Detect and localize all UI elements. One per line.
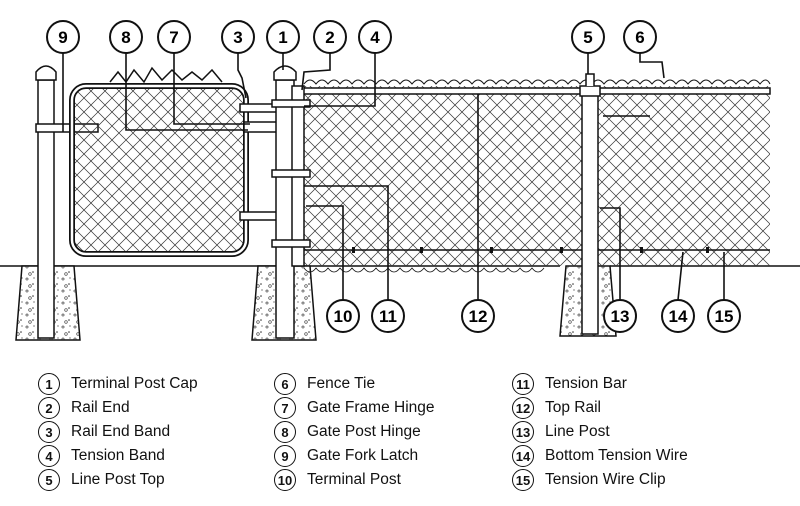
top-rail: [299, 87, 771, 95]
legend-number-badge: 9: [274, 445, 296, 467]
gate-frame: [69, 66, 297, 257]
svg-text:14: 14: [669, 307, 688, 326]
legend-item: 14 Bottom Tension Wire: [512, 444, 688, 468]
legend-number-badge: 13: [512, 421, 534, 443]
legend-label: Line Post: [545, 423, 610, 440]
svg-text:3: 3: [233, 28, 242, 47]
gate-latch-post: [35, 65, 99, 339]
legend-item: 11 Tension Bar: [512, 372, 688, 396]
chain-link-fabric: [303, 79, 771, 273]
legend-item: 15 Tension Wire Clip: [512, 468, 688, 492]
callout-6: 6: [623, 20, 657, 54]
legend-item: 5 Line Post Top: [38, 468, 198, 492]
callout-15: 15: [707, 299, 741, 333]
legend-number-badge: 5: [38, 469, 60, 491]
parts-legend: 1 Terminal Post Cap 2 Rail End 3 Rail End B…: [0, 372, 800, 502]
legend-label: Top Rail: [545, 399, 601, 416]
legend-item: 6 Fence Tie: [274, 372, 435, 396]
legend-item: 4 Tension Band: [38, 444, 198, 468]
callout-12: 12: [461, 299, 495, 333]
legend-label: Rail End Band: [71, 423, 171, 440]
legend-label: Line Post Top: [71, 471, 165, 488]
legend-number-badge: 15: [512, 469, 534, 491]
svg-text:6: 6: [635, 28, 644, 47]
legend-item: 12 Top Rail: [512, 396, 688, 420]
legend-label: Tension Wire Clip: [545, 471, 666, 488]
legend-number-badge: 4: [38, 445, 60, 467]
legend-number-badge: 8: [274, 421, 296, 443]
callout-9: 9: [46, 20, 80, 54]
svg-text:4: 4: [370, 28, 380, 47]
legend-item: 13 Line Post: [512, 420, 688, 444]
legend-label: Gate Fork Latch: [307, 447, 419, 464]
svg-text:5: 5: [583, 28, 592, 47]
legend-item: 9 Gate Fork Latch: [274, 444, 435, 468]
legend-column-1: 1 Terminal Post Cap 2 Rail End 3 Rail End B…: [38, 372, 198, 492]
legend-item: 10 Terminal Post: [274, 468, 435, 492]
legend-number-badge: 14: [512, 445, 534, 467]
svg-text:8: 8: [121, 28, 130, 47]
legend-item: 8 Gate Post Hinge: [274, 420, 435, 444]
callout-2: 2: [313, 20, 347, 54]
legend-label: Bottom Tension Wire: [545, 447, 688, 464]
legend-label: Rail End: [71, 399, 130, 416]
svg-text:15: 15: [715, 307, 734, 326]
legend-item: 3 Rail End Band: [38, 420, 198, 444]
callout-4: 4: [358, 20, 392, 54]
svg-text:1: 1: [278, 28, 287, 47]
callout-11: 11: [371, 299, 405, 333]
terminal-post: [271, 65, 311, 339]
legend-number-badge: 1: [38, 373, 60, 395]
legend-number-badge: 7: [274, 397, 296, 419]
callout-8: 8: [109, 20, 143, 54]
legend-label: Tension Band: [71, 447, 165, 464]
legend-item: 1 Terminal Post Cap: [38, 372, 198, 396]
legend-column-3: 11 Tension Bar 12 Top Rail 13 Line Post 14 B…: [512, 372, 688, 492]
svg-text:10: 10: [334, 307, 353, 326]
legend-item: 2 Rail End: [38, 396, 198, 420]
concrete-footings: [15, 265, 617, 341]
svg-text:7: 7: [169, 28, 178, 47]
callout-10: 10: [326, 299, 360, 333]
legend-number-badge: 10: [274, 469, 296, 491]
svg-text:9: 9: [58, 28, 67, 47]
callout-5: 5: [571, 20, 605, 54]
leader-lines: [62, 53, 725, 301]
callout-13: 13: [603, 299, 637, 333]
svg-text:2: 2: [325, 28, 334, 47]
legend-number-badge: 3: [38, 421, 60, 443]
legend-label: Fence Tie: [307, 375, 376, 392]
svg-text:11: 11: [379, 307, 397, 326]
callout-14: 14: [661, 299, 695, 333]
line-post: [579, 73, 601, 335]
legend-number-badge: 2: [38, 397, 60, 419]
legend-label: Terminal Post: [307, 471, 401, 488]
legend-label: Tension Bar: [545, 375, 627, 392]
legend-label: Gate Post Hinge: [307, 423, 421, 440]
legend-column-2: 6 Fence Tie 7 Gate Frame Hinge 8 Gate Post …: [274, 372, 435, 492]
legend-number-badge: 6: [274, 373, 296, 395]
svg-text:12: 12: [469, 307, 488, 326]
bottom-tension-wire: [300, 247, 770, 253]
legend-label: Gate Frame Hinge: [307, 399, 435, 416]
callout-1: 1: [266, 20, 300, 54]
fence-diagram: 9 8 7 3 1 2 4 5 6 10 11 12 13 14 15: [0, 20, 800, 341]
legend-item: 7 Gate Frame Hinge: [274, 396, 435, 420]
legend-number-badge: 12: [512, 397, 534, 419]
legend-number-badge: 11: [512, 373, 534, 395]
callout-7: 7: [157, 20, 191, 54]
callout-3: 3: [221, 20, 255, 54]
svg-text:13: 13: [611, 307, 630, 326]
legend-label: Terminal Post Cap: [71, 375, 198, 392]
